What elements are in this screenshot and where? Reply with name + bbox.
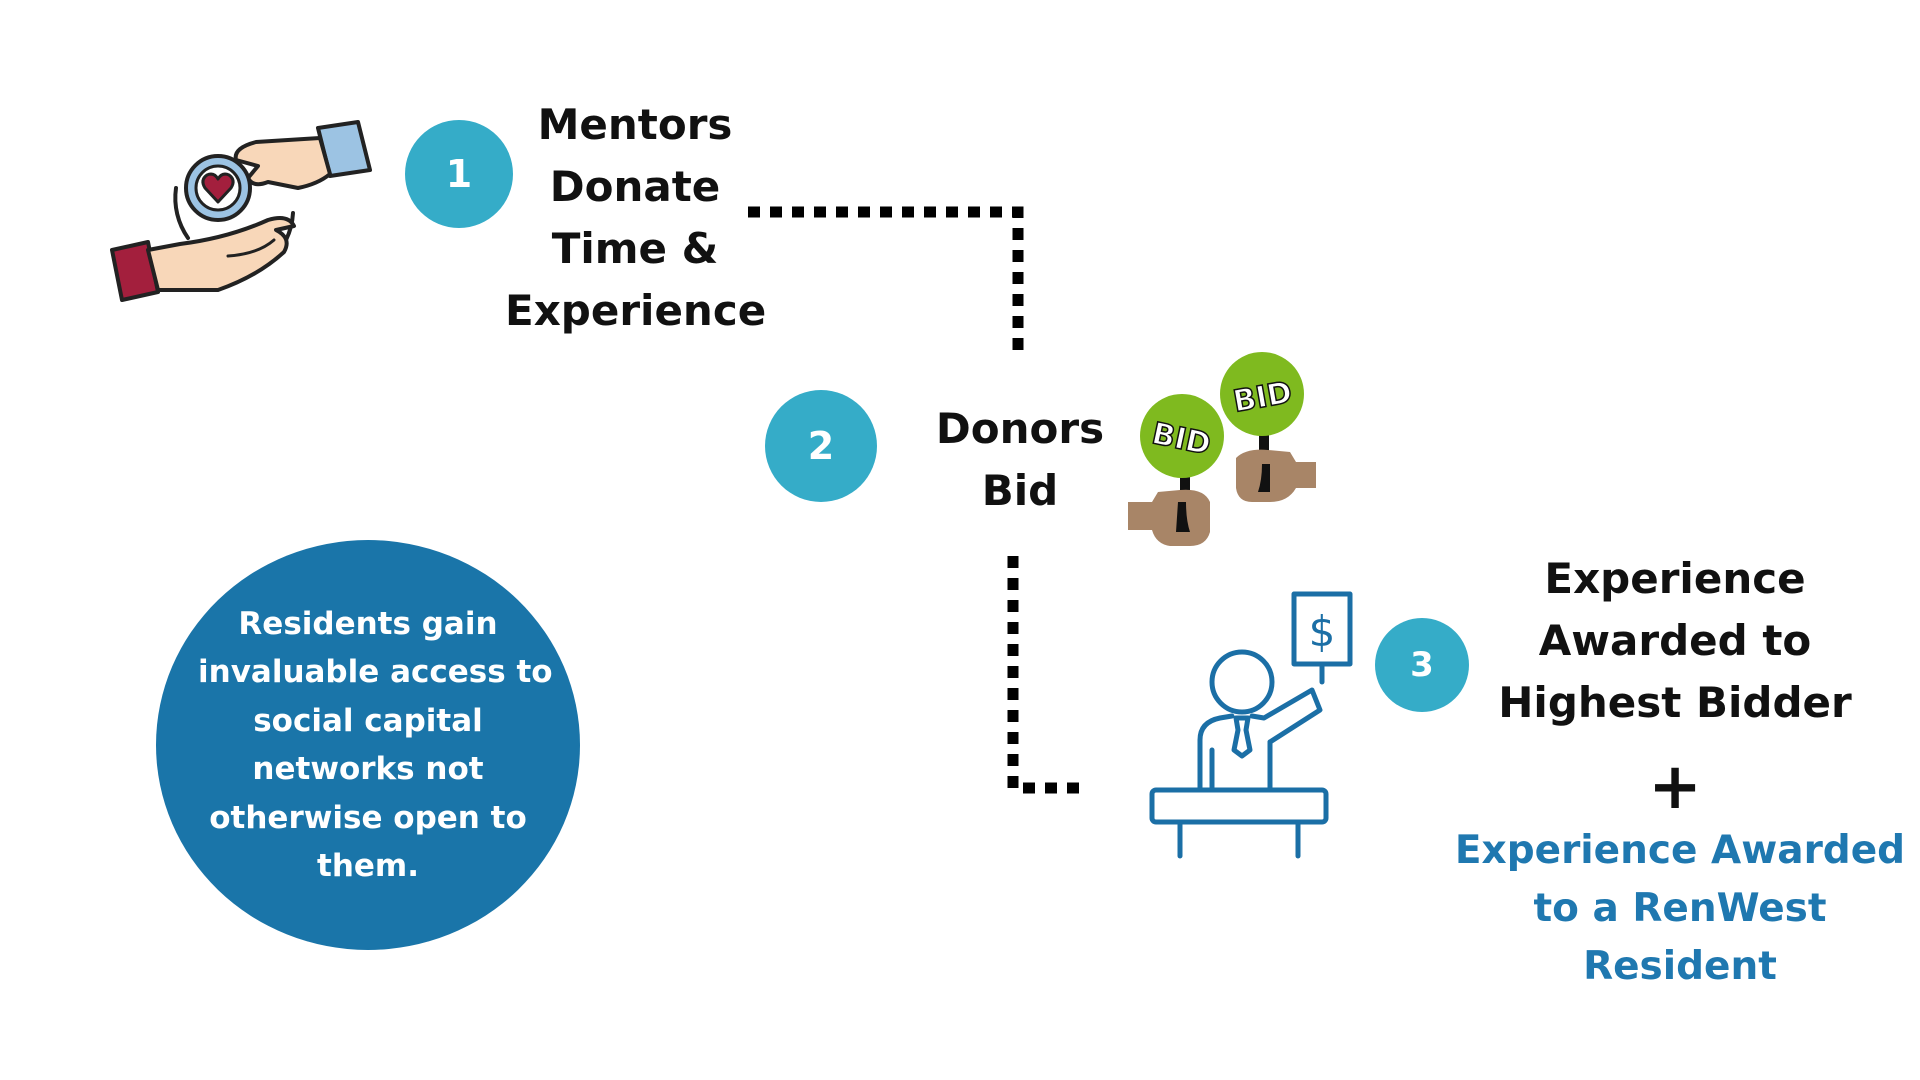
step-3-label-line: Awarded to	[1538, 616, 1812, 665]
step-3-number: 3	[1410, 645, 1434, 685]
dollar-sign-text: $	[1309, 607, 1336, 656]
residents-benefit-line: otherwise open to	[209, 799, 527, 836]
step-3-label-line: Experience	[1544, 554, 1806, 603]
step-1-label-line: Mentors	[537, 100, 733, 149]
auctioneer-podium-icon: $	[1149, 591, 1353, 859]
resident-award-line: Experience Awarded	[1454, 828, 1906, 873]
plus-sign: +	[1648, 750, 1702, 824]
residents-benefit-line: networks not	[252, 751, 484, 787]
residents-benefit-line: social capital	[253, 702, 483, 739]
step-2-label: Donors Bid	[930, 398, 1110, 522]
step-1-number: 1	[445, 152, 473, 196]
resident-award-line: to a RenWest	[1533, 886, 1827, 931]
resident-award-text: Experience Awarded to a RenWest Resident	[1440, 822, 1920, 996]
bid-paddles-icon: BID BID	[1128, 352, 1316, 546]
step-3-label-line: Highest Bidder	[1498, 678, 1852, 727]
step-1-label-line: Donate	[549, 162, 721, 211]
step-2-label-line: Donors	[935, 404, 1105, 453]
residents-benefit-circle: Residents gain invaluable access to soci…	[156, 540, 580, 950]
resident-award-line: Resident	[1583, 944, 1777, 989]
step-1-badge: 1	[405, 120, 513, 228]
step-3-label: Experience Awarded to Highest Bidder	[1490, 548, 1860, 734]
residents-benefit-text: Residents gain invaluable access to soci…	[198, 600, 553, 891]
step-1-label-line: Time &	[551, 224, 719, 273]
step-2-label-line: Bid	[981, 466, 1059, 515]
step-2-number: 2	[807, 424, 835, 468]
residents-benefit-line: Residents gain	[238, 605, 498, 642]
step-3-badge: 3	[1375, 618, 1469, 712]
residents-benefit-line: them.	[317, 848, 419, 884]
step-1-label: Mentors Donate Time & Experience	[505, 94, 767, 342]
step-2-badge: 2	[765, 390, 877, 502]
residents-benefit-line: invaluable access to	[198, 654, 553, 690]
hands-giving-heart-icon	[110, 120, 372, 302]
step-1-label-line: Experience	[505, 286, 767, 335]
